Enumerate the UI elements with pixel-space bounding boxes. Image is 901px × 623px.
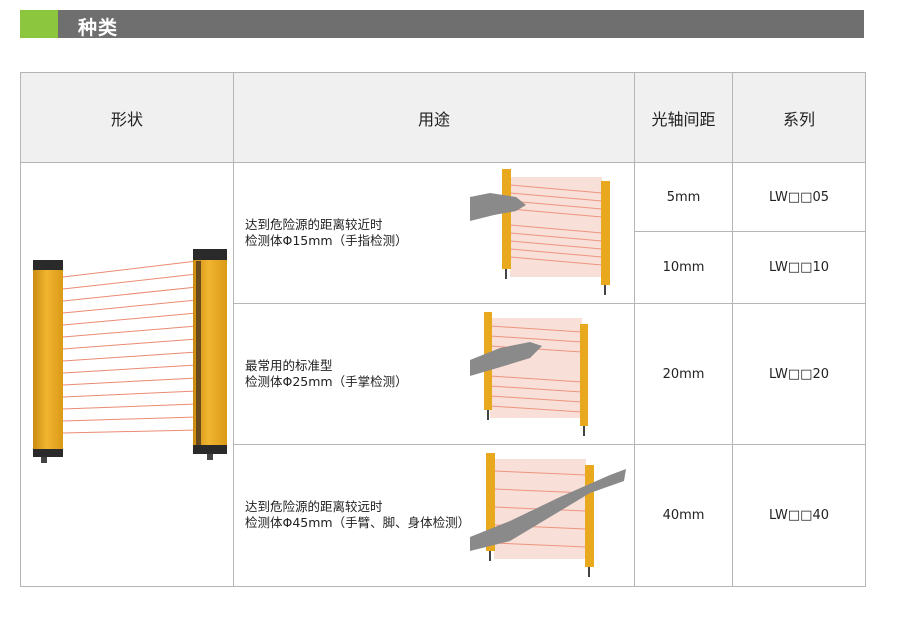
shape-cell <box>20 162 234 587</box>
emitter-bar <box>33 259 63 463</box>
usage-line-2: 检测体Φ15mm（手指检测） <box>245 233 408 248</box>
palm-detection-illustration <box>470 312 588 436</box>
table-row: 达到危险源的距离较近时 检测体Φ15mm（手指检测） 5mm <box>20 162 866 587</box>
body-detection-illustration <box>470 453 626 577</box>
usage-cell-body: 达到危险源的距离较远时 检测体Φ45mm（手臂、脚、身体检测） <box>233 444 635 587</box>
usage-line-2: 检测体Φ45mm（手臂、脚、身体检测） <box>245 515 471 530</box>
usage-line-2: 检测体Φ25mm（手掌检测） <box>245 374 408 389</box>
pitch-cell: 5mm <box>634 162 733 232</box>
series-cell: LW□□10 <box>732 231 866 304</box>
light-curtain-product-image <box>33 248 227 463</box>
usage-line-1: 达到危险源的距离较远时 <box>245 499 383 514</box>
usage-description: 达到危险源的距离较远时 检测体Φ45mm（手臂、脚、身体检测） <box>245 499 470 531</box>
pitch-cell: 10mm <box>634 231 733 304</box>
series-cell: LW□□05 <box>732 162 866 232</box>
section-header: 种类 <box>20 10 864 39</box>
usage-line-1: 最常用的标准型 <box>245 358 333 373</box>
finger-detection-illustration <box>470 169 610 295</box>
table-row: 达到危险源的距离较远时 检测体Φ45mm（手臂、脚、身体检测） 40mm LW□… <box>21 444 866 587</box>
table-row: 最常用的标准型 检测体Φ25mm（手掌检测） 20mm LW□□20 <box>21 303 866 445</box>
header-shape: 形状 <box>20 72 234 163</box>
section-title: 种类 <box>78 17 119 39</box>
usage-description: 达到危险源的距离较近时 检测体Φ15mm（手指检测） <box>245 217 408 249</box>
usage-cell-palm: 最常用的标准型 检测体Φ25mm（手掌检测） <box>233 303 635 445</box>
header-pitch: 光轴间距 <box>634 72 733 163</box>
series-cell: LW□□40 <box>732 444 866 587</box>
pitch-cell: 20mm <box>634 303 733 445</box>
receiver-bar <box>193 248 227 460</box>
pitch-cell: 40mm <box>634 444 733 587</box>
header-usage: 用途 <box>233 72 635 163</box>
usage-description: 最常用的标准型 检测体Φ25mm（手掌检测） <box>245 358 408 390</box>
series-cell: LW□□20 <box>732 303 866 445</box>
usage-cell-finger: 达到危险源的距离较近时 检测体Φ15mm（手指检测） <box>233 162 635 304</box>
header-series: 系列 <box>732 72 866 163</box>
table-header-row: 形状 用途 光轴间距 系列 <box>20 72 866 163</box>
light-beams <box>62 260 198 433</box>
section-accent-block <box>20 10 58 38</box>
product-types-table: 形状 用途 光轴间距 系列 <box>20 72 866 587</box>
usage-line-1: 达到危险源的距离较近时 <box>245 217 383 232</box>
